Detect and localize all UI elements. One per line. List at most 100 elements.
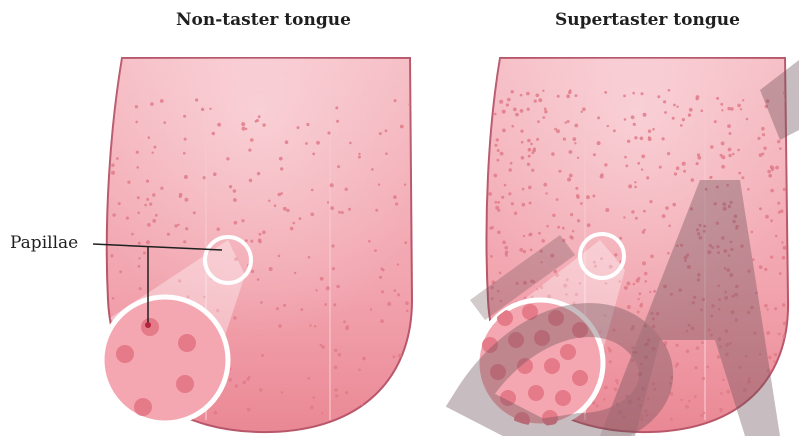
papilla-dot (508, 192, 511, 195)
papilla-dot (250, 240, 253, 243)
papilla-dot (537, 120, 540, 123)
papilla-dot (634, 181, 636, 183)
papilla-dot (720, 392, 723, 395)
papilla-dot (649, 200, 652, 203)
papilla-dot (335, 394, 338, 397)
papilla-dot (631, 210, 634, 213)
papilla-dot (783, 322, 787, 326)
papilla-dot (399, 385, 402, 388)
papilla-dot (770, 219, 773, 222)
papilla-dot (522, 188, 525, 191)
papilla-dot (262, 123, 265, 126)
papilla-dot (511, 90, 514, 93)
papilla-dot (777, 202, 780, 205)
papilla-dot (545, 192, 547, 194)
papilla-dot (767, 308, 769, 310)
papilla-dot (262, 231, 266, 235)
papilla-dot (312, 153, 315, 156)
papilla-dot (582, 107, 586, 111)
papilla-dot (528, 148, 532, 152)
papilla-dot (269, 267, 273, 271)
papilla-dot (728, 154, 731, 157)
papilla-dot (627, 305, 631, 309)
papilla-dot (333, 303, 336, 306)
papilla-dot (201, 108, 204, 111)
papilla-dot (233, 198, 237, 202)
papilla-dot (644, 272, 648, 276)
papilla-dot (111, 411, 114, 414)
papilla-dot (634, 136, 637, 139)
papilla-dot (335, 106, 338, 109)
papilla-dot (727, 124, 731, 128)
papilla-dot (144, 204, 147, 207)
papilla-dot (338, 211, 341, 214)
papilla-dot (217, 123, 221, 127)
papilla-dot (286, 209, 289, 212)
papilla-dot (664, 111, 667, 114)
papilla-dot (177, 224, 179, 226)
papilla-dot (385, 152, 388, 155)
papilla-dot (763, 147, 766, 150)
papilla-dot (405, 301, 409, 305)
papilla-dot (276, 307, 279, 310)
papilla-dot (212, 132, 215, 135)
papilla-dot (676, 166, 680, 170)
papilla-dot (499, 100, 503, 104)
papilla-dot (281, 391, 283, 393)
papilla-dot (542, 90, 544, 92)
papilla-dot (624, 118, 627, 121)
papilla-dot (737, 149, 740, 152)
papilla-dot (233, 189, 237, 193)
papilla-dot (153, 146, 156, 149)
papilla-dot (587, 223, 591, 227)
papilla-dot (136, 151, 139, 154)
papilla-dot (639, 292, 642, 295)
papilla-dot (577, 196, 580, 199)
papilla-dot (490, 255, 493, 258)
papilla-dot (774, 307, 777, 310)
papilla-dot (672, 203, 676, 207)
papilla-dot (680, 399, 683, 402)
papilla-dot (650, 254, 654, 258)
papilla-dot (592, 195, 595, 198)
papilla-dot (648, 130, 651, 133)
papilla-dot (569, 150, 573, 154)
papilla-dot (138, 242, 141, 245)
papilla-dot (766, 331, 770, 335)
papilla-dot (574, 142, 576, 144)
papilla-dot (297, 126, 300, 129)
papilla-dot (111, 164, 114, 167)
papilla-dot (183, 240, 186, 243)
papilla-dot (501, 196, 504, 199)
papilla-dot (259, 233, 262, 236)
papilla-dot (131, 233, 134, 236)
papilla-dot (257, 278, 260, 281)
papilla-dot (570, 213, 573, 216)
papilla-dot (309, 324, 311, 326)
papilla-dot (747, 188, 750, 191)
papilla-dot (586, 195, 590, 199)
papilla-dot (686, 350, 690, 354)
papilla-dot (773, 360, 776, 363)
papilla-dot (326, 286, 330, 290)
papilla-dot (637, 311, 640, 314)
papilla-dot (649, 291, 651, 293)
papilla-dot (521, 156, 525, 160)
papilla-dot (672, 117, 675, 120)
papilla-dot (152, 152, 154, 154)
papilla-dot (249, 179, 253, 183)
papilla-dot (530, 143, 533, 146)
papilla-dot (305, 142, 308, 145)
papilla-dot (615, 379, 618, 382)
papilla-dot (740, 108, 742, 110)
papilla-dot (720, 409, 723, 412)
papilla-dot (406, 310, 409, 313)
papilla-dot (497, 159, 500, 162)
papilla-dot (667, 252, 670, 255)
papilla-dot (241, 219, 244, 222)
papilla-dot (146, 180, 149, 183)
papilla-dot (643, 210, 646, 213)
papilla-dot (603, 398, 606, 401)
papilla-dot (604, 386, 608, 390)
papilla-dot (513, 108, 517, 112)
